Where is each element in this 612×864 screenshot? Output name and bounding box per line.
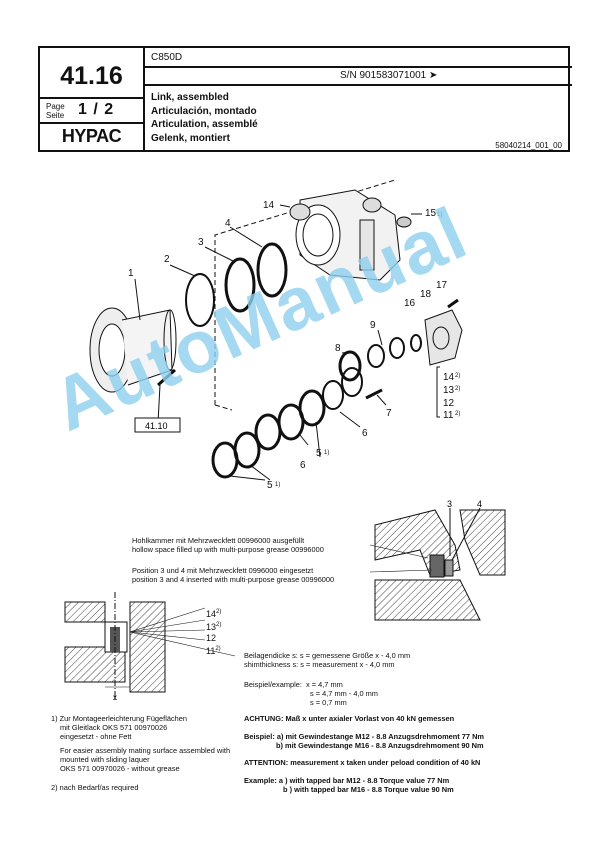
title-es: Articulación, montado [151,105,257,117]
header-table: 41.16 Page Seite 1 / 2 HYPAC C850D S/N 9… [38,46,572,152]
footnote-1-en-3: OKS 571 00970026 - without grease [60,764,180,773]
example-line-3: s = 0,7 mm [310,698,347,707]
footnote-1-en-1: For easier assembly mating surface assem… [60,746,231,755]
callout-5-upper: 5 [316,448,322,459]
note-grease-de: Hohlkammer mit Mehrzweckfett 00996000 au… [132,536,305,545]
title-fr: Articulation, assemblé [151,119,258,130]
serial-text: S/N 901583071001 [340,70,427,81]
achtung-note: ACHTUNG: Maß x unter axialer Vorlast von… [244,714,455,723]
stack-13-note: 2) [455,386,460,392]
note-shim-en: shimthickness s: s = measurement x - 4,0… [244,660,395,669]
stack-14-note: 2) [455,373,460,379]
seal-detail-drawing: 3 4 [370,500,506,621]
ref-box [134,417,181,433]
callout-3: 3 [198,237,204,248]
callout-16-note: 1) [437,212,442,218]
ref-box-label: 41.10 [145,421,168,431]
header-rule [40,97,143,99]
stack-12: 12 [443,398,455,409]
footnote-1-line-3: eingesetzt - ohne Fett [60,732,132,741]
grease-nipple [396,216,412,228]
callout-15: 14 [263,200,275,211]
page-label-en: Seite [46,111,65,120]
serial-number: S/N 901583071001 ➤ [340,70,437,81]
beispiel-b: b) mit Gewindestange M16 - 8.8 Anzugsdre… [276,741,484,750]
callout-1: 1 [128,268,134,279]
end-cap [424,309,463,366]
title-de: Gelenk, montiert [151,132,230,144]
example-line-2: s = 4,7 mm - 4,0 mm [310,689,378,698]
callout-2: 2 [164,254,170,265]
page-number: 1 / 2 [78,101,115,118]
exploded-diagram: 41.10 1 2 3 4 14 15 1) 17 18 16 9 8 7 6 … [89,179,463,491]
header-divider [143,48,145,150]
title-block: Link, assembled Articulación, montado Ar… [151,91,258,145]
callout-7: 6 [362,428,368,439]
ring-2 [185,273,215,327]
callout-5-lower-note: 1) [275,482,280,488]
footnote-1-en-2: mounted with sliding laquer [60,755,150,764]
callout-6: 6 [300,460,306,471]
example-line-1: x = 4,7 mm [306,680,343,689]
footnote-2: 2) nach Bedarf/as required [51,783,139,792]
callout-16: 15 [425,208,437,219]
stack-14: 14 [443,372,455,383]
detail-label-4: 4 [477,500,482,509]
note-pos-de: Position 3 und 4 mit Mehrzweckfett 09960… [132,566,314,575]
stack-13: 13 [443,385,455,396]
page-code: 41.16 [60,62,123,90]
page-label-de: Page [46,102,65,111]
shim-11-note: 2) [215,646,221,652]
attention-note: ATTENTION: measurement x taken under pel… [244,758,481,767]
stack-11-note: 2) [455,411,460,417]
footnote-1-line-2: mit Gleitlack OKS 571 00970026 [60,723,168,732]
title-en: Link, assembled [151,92,229,103]
bearing-ring [211,441,239,479]
note-shim-de: Beilagendicke s: s = gemessene Größe x -… [244,651,411,660]
footnote-1-line-1: 1) Zur Montageerleichterung Fügeflächen [51,714,187,723]
note-grease-en: hollow space filled up with multi-purpos… [132,545,324,554]
leader-lines [130,607,236,657]
callout-5-upper-note: 1) [324,450,329,456]
header-rule [143,84,572,86]
shim-14: 14 [206,609,217,619]
detail-label-3: 3 [447,500,452,509]
example-label: Beispiel/example: [244,680,302,689]
shim-13-note: 2) [216,622,222,628]
shim-11: 11 [206,646,216,656]
callout-9: 8 [335,343,341,354]
callout-5-lower: 5 [267,480,273,491]
page-label: Page Seite [46,102,65,120]
brand-logo: HYPAC [61,126,122,146]
stack-11: 11 [443,410,454,421]
beispiel-a: Beispiel: a) mit Gewindestange M12 - 8.8… [244,732,484,741]
callout-8: 7 [386,408,392,419]
ring-4 [256,242,288,298]
callout-19: 18 [420,289,432,300]
shim-13: 13 [206,622,217,632]
model-name: C850D [151,52,183,63]
header-rule [143,66,572,68]
callout-10: 9 [370,320,376,331]
header-rule [40,122,143,124]
dimension-x-label: x [113,693,117,702]
shim-12: 12 [206,633,217,643]
dashed-guide [214,179,396,405]
shim-detail-drawing: x [64,592,166,702]
callout-17: 16 [404,298,416,309]
shim-stack-labels: 142) 132) 12 112) [206,596,221,657]
ring-3 [224,257,256,313]
callout-18: 17 [436,280,448,291]
doc-number: 58040214_001_00 [495,141,562,150]
example-a: Example: a ) with tapped bar M12 - 8.8 T… [244,776,450,785]
example-b: b ) with tapped bar M16 - 8.8 Torque val… [283,785,454,794]
note-pos-en: position 3 and 4 inserted with multi-pur… [132,575,335,584]
callout-4: 4 [225,218,231,229]
shim-14-note: 2) [216,609,222,615]
arrow-right-icon: ➤ [428,70,438,81]
